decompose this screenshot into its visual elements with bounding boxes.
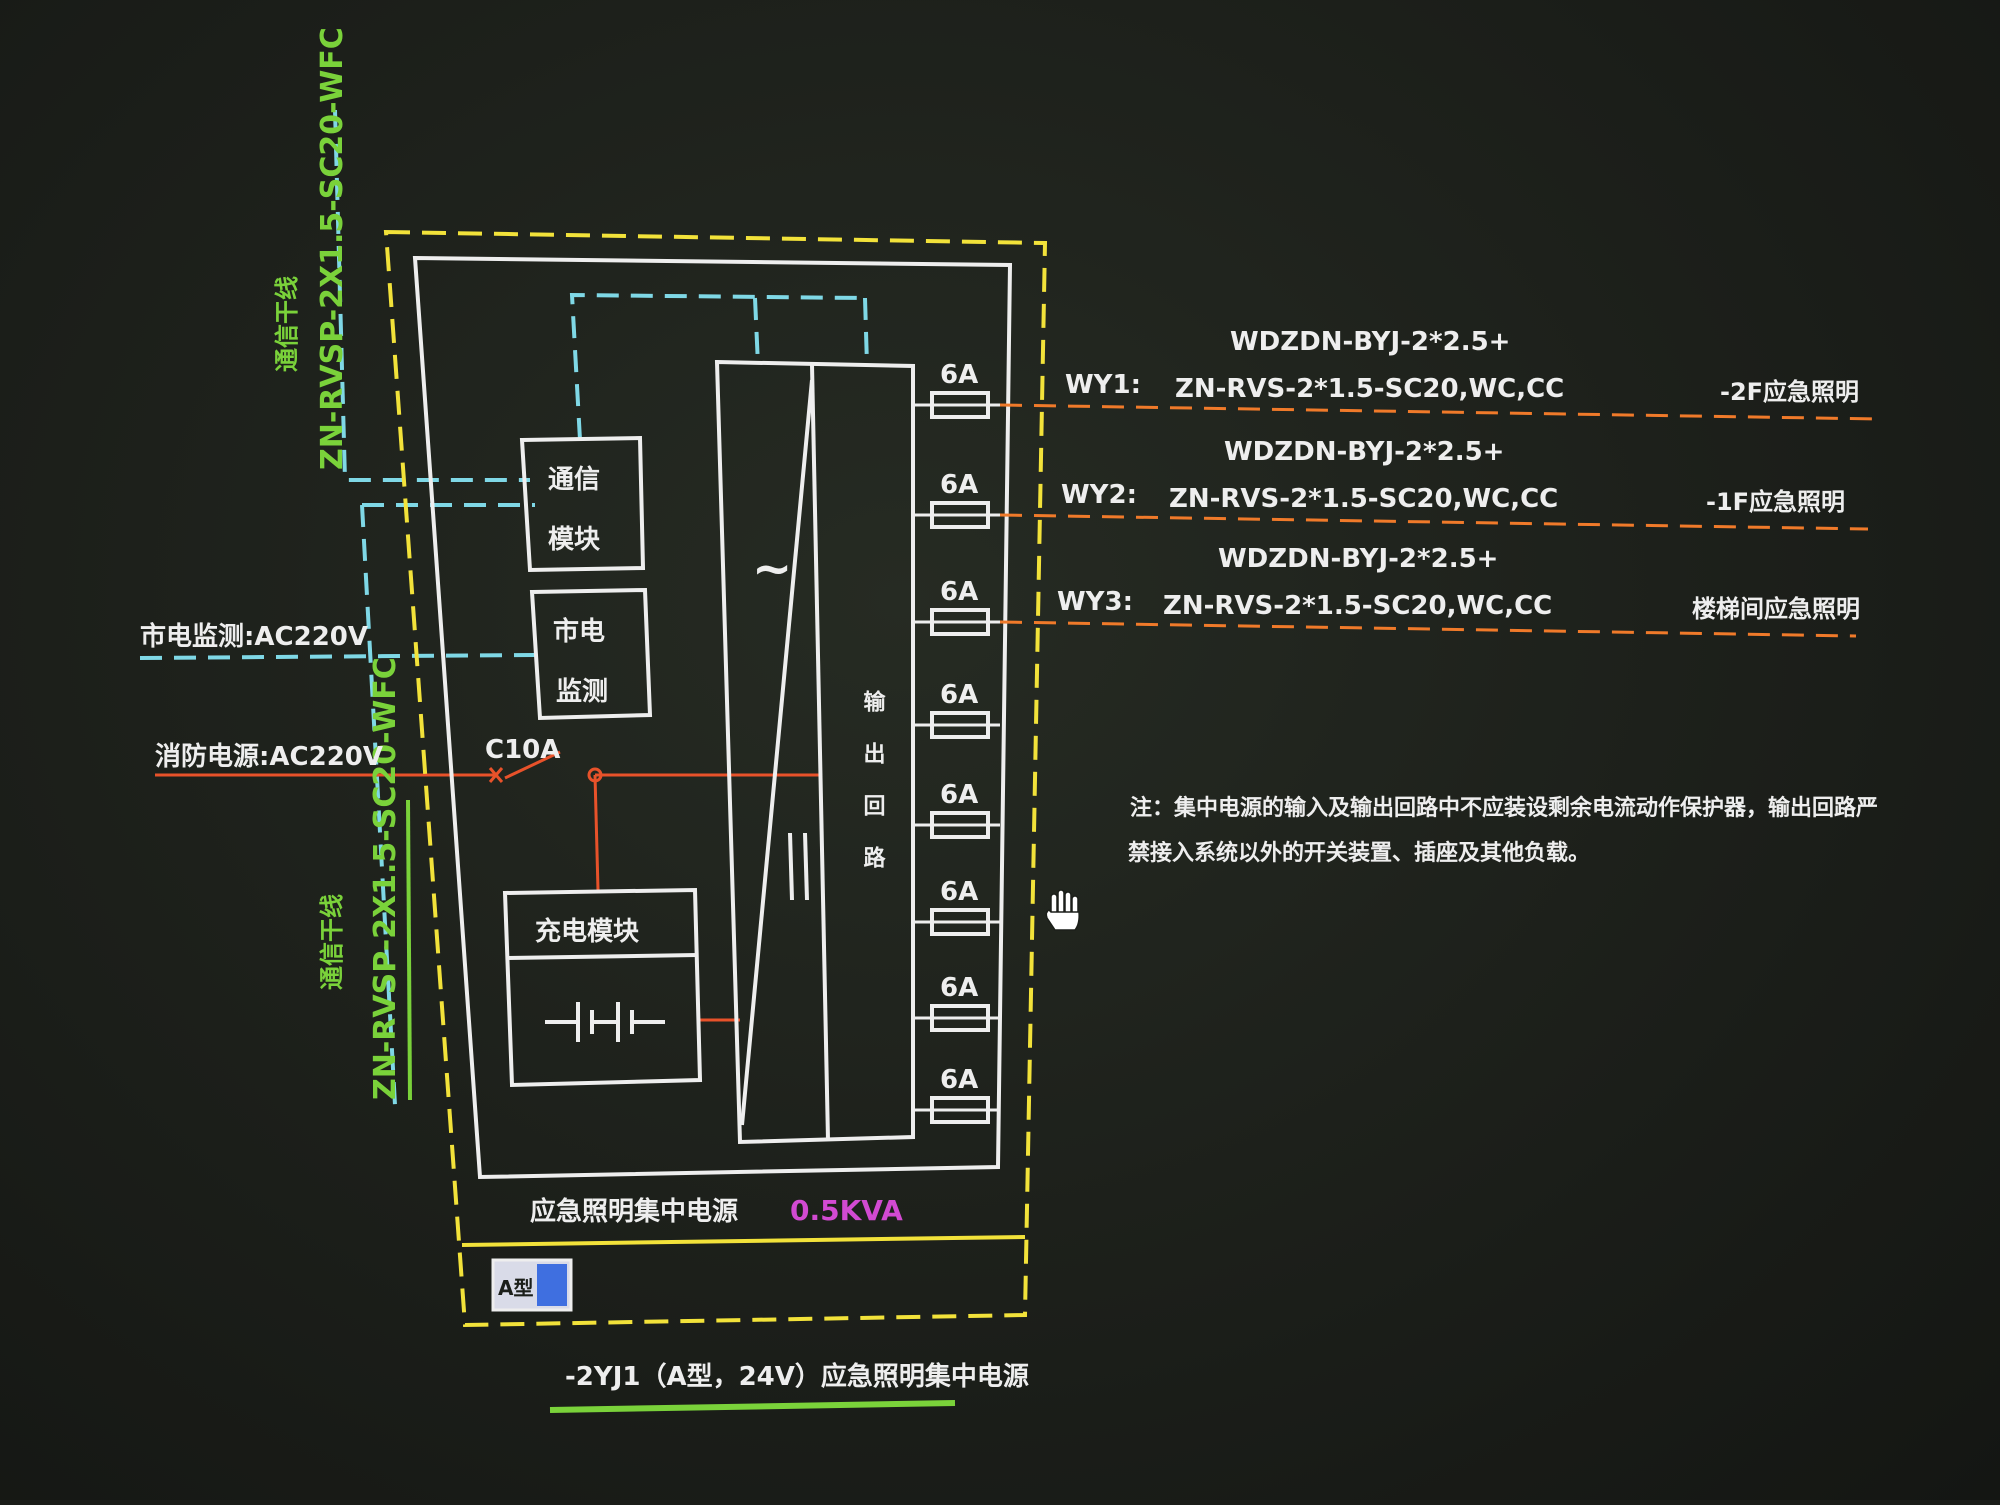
circuit-destination: -1F应急照明 [1706,488,1845,516]
inverter-symbol: ~ [752,541,792,597]
fuse-column: 6A 6A 6A 6A 6A 6A 6A 6A [913,360,1000,1124]
power-unit-capacity: 0.5KVA [790,1194,903,1227]
mains-monitor-label-1: 市电 [553,616,605,647]
hand-cursor-icon [1045,889,1080,931]
circuit-cable-2: ZN-RVS-2*1.5-SC20,WC,CC [1175,374,1564,404]
model-badge: A型 [491,1258,573,1312]
circuit-id: WY3: [1057,587,1133,617]
output-circuit-wy2: WY2: WDZDN-BYJ-2*2.5+ ZN-RVS-2*1.5-SC20,WC… [999,437,1869,531]
fuse-8: 6A [913,1065,1000,1124]
diagram-caption: -2YJ1（A型，24V）应急照明集中电源 [565,1361,1029,1392]
mains-monitor-input-label: 市电监测:AC220V [140,621,368,652]
circuit-cable-1: WDZDN-BYJ-2*2.5+ [1218,544,1498,574]
comm-trunk-cable-bottom: ZN-RVSP-2X1.5-SC20-WFC [368,657,403,1100]
fuse-rating-label: 6A [940,1065,978,1095]
fuse-2: 6A [913,470,1000,529]
enclosure-divider [461,1235,1026,1247]
power-panel-outline [412,255,1013,1180]
circuit-cable-2: ZN-RVS-2*1.5-SC20,WC,CC [1169,484,1558,514]
circuit-destination: 楼梯间应急照明 [1692,595,1860,623]
caption-underline [549,1400,956,1413]
circuit-destination: -2F应急照明 [1720,378,1859,406]
fuse-rating-label: 6A [940,680,978,710]
comm-trunk-wiring [139,109,869,1106]
fuse-rating-label: 6A [940,360,978,390]
note-line-2: 禁接入系统以外的开关装置、插座及其他负载。 [1128,840,1590,866]
note-line-1: 注：集中电源的输入及输出回路中不应装设剩余电流动作保护器，输出回路严 [1130,795,1878,821]
circuit-id: WY2: [1061,480,1137,510]
comm-trunk-label-top: 通信干线 [273,276,301,372]
inverter-column [714,359,915,1145]
fire-power-wiring [155,750,820,1022]
output-circuits: WY1: WDZDN-BYJ-2*2.5+ ZN-RVS-2*1.5-SC20,WC… [999,327,1881,638]
fuse-4: 6A [913,680,1000,739]
fire-power-input-label: 消防电源:AC220V [155,742,383,772]
comm-module-label-2: 模块 [548,525,600,555]
enclosure-outline [383,229,1048,1328]
fuse-rating-label: 6A [940,877,978,907]
breaker-label: C10A [485,735,560,765]
mains-monitor-label-2: 监测 [556,677,608,707]
fuse-rating-label: 6A [940,577,978,607]
fuse-7: 6A [913,973,1000,1032]
circuit-cable-1: WDZDN-BYJ-2*2.5+ [1230,327,1510,357]
circuit-cable-1: WDZDN-BYJ-2*2.5+ [1224,437,1504,467]
output-circuit-vertical-label: 输出回路 [860,689,886,898]
comm-trunk-bottom-bar [406,799,412,1101]
battery-icon [545,1002,665,1042]
charger-label: 充电模块 [535,916,639,947]
mains-monitor-module: 市电 监测 [529,587,653,721]
comm-module: 通信 模块 [519,435,646,573]
output-circuit-wy1: WY1: WDZDN-BYJ-2*2.5+ ZN-RVS-2*1.5-SC20,WC… [999,327,1881,421]
power-unit-name: 应急照明集中电源 [530,1196,738,1227]
fuse-6: 6A [913,877,1000,936]
output-circuit-wy3: WY3: WDZDN-BYJ-2*2.5+ ZN-RVS-2*1.5-SC20,WC… [999,544,1860,638]
comm-trunk-label-bottom: 通信干线 [318,894,346,990]
fuse-1: 6A [913,360,1000,419]
circuit-cable-2: ZN-RVS-2*1.5-SC20,WC,CC [1163,591,1552,621]
fuse-5: 6A [913,780,1000,839]
comm-trunk-cable-top: ZN-RVSP-2X1.5-SC20-WFC [315,27,350,470]
comm-module-label-1: 通信 [548,465,600,495]
charger-module: 充电模块 [502,887,703,1088]
fuse-3: 6A [913,577,1000,636]
circuit-id: WY1: [1065,370,1141,400]
model-badge-label: A型 [498,1276,533,1300]
fuse-rating-label: 6A [940,973,978,1003]
fuse-rating-label: 6A [940,470,978,500]
fuse-rating-label: 6A [940,780,978,810]
